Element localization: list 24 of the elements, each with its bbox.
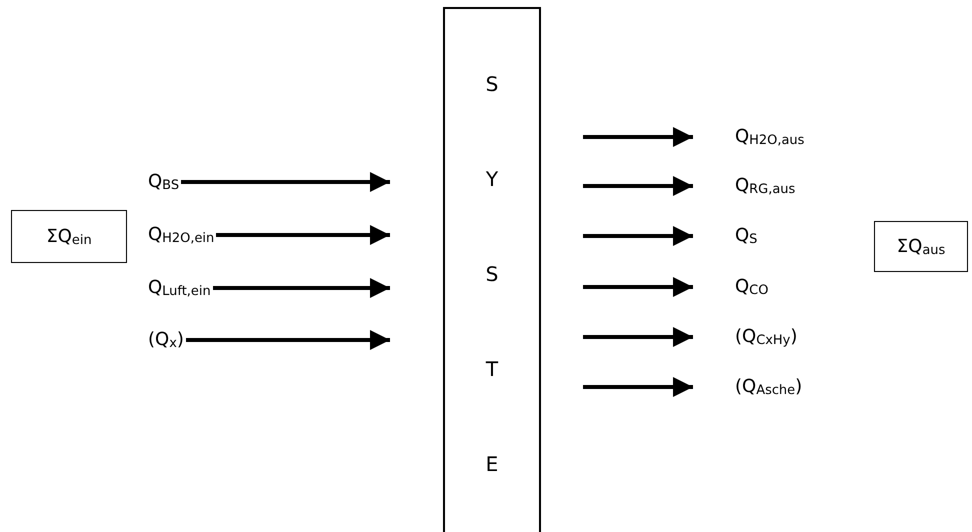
flow-label: Q$_{H2O,ein}$ bbox=[148, 222, 214, 248]
sum-box: ΣQ$_{aus}$ bbox=[874, 221, 968, 272]
arrow bbox=[583, 127, 693, 147]
flow-label: (Q$_{Asche}$) bbox=[693, 374, 853, 400]
flow-label: Q$_{BS}$ bbox=[148, 169, 180, 195]
arrow bbox=[583, 277, 693, 297]
flow-label: Q$_{CO}$ bbox=[693, 274, 853, 300]
arrow bbox=[213, 278, 390, 298]
arrow bbox=[186, 330, 390, 350]
arrow bbox=[583, 226, 693, 246]
arrow bbox=[583, 377, 693, 397]
arrow bbox=[583, 176, 693, 196]
flow-label: Q$_{S}$ bbox=[693, 223, 853, 249]
sum-box: ΣQ$_{ein}$ bbox=[11, 210, 127, 263]
arrow bbox=[181, 172, 390, 192]
arrow bbox=[216, 225, 390, 245]
system-label: SYSTE bbox=[484, 71, 500, 478]
system-box bbox=[443, 7, 541, 532]
flow-label: (Q$_{CxHy}$) bbox=[693, 324, 853, 350]
flow-label: Q$_{Luft,ein}$ bbox=[148, 275, 211, 301]
flow-label: Q$_{RG,aus}$ bbox=[693, 173, 853, 199]
flow-label: (Q$_{x}$) bbox=[148, 327, 184, 353]
arrow bbox=[583, 327, 693, 347]
flow-label: Q$_{H2O,aus}$ bbox=[693, 124, 853, 150]
